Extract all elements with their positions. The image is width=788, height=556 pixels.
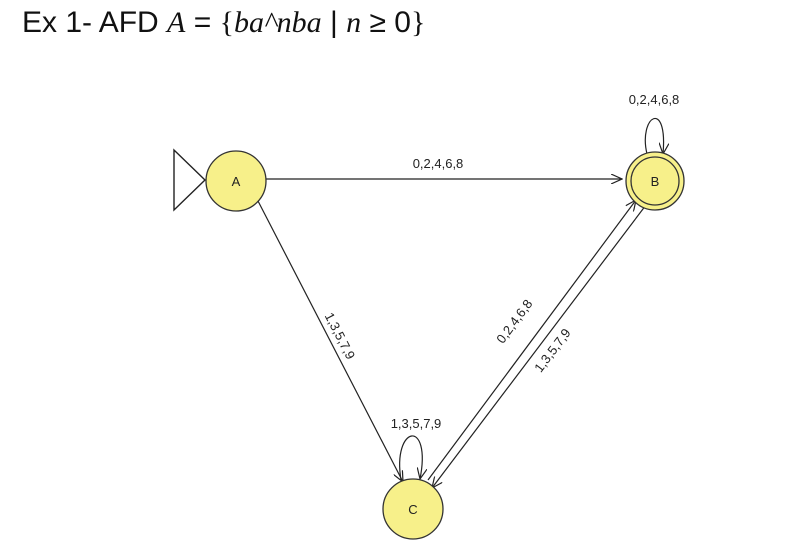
page-title: Ex 1- AFD A = {ba^nba | n ≥ 0} [22, 6, 425, 40]
title-prefix: Ex 1- AFD [22, 6, 168, 39]
start-state-indicator [173, 148, 207, 212]
state-b-label: B [651, 174, 660, 189]
title-set-close: } [410, 6, 426, 39]
state-c[interactable]: C [382, 478, 444, 540]
state-b[interactable]: B [625, 151, 685, 211]
title-separator: | [321, 6, 347, 39]
title-language-symbol: A [167, 6, 186, 39]
state-a[interactable]: A [205, 150, 267, 212]
state-a-label: A [232, 174, 241, 189]
edge-b-to-c [432, 204, 647, 488]
title-set-open: { [219, 6, 234, 39]
state-c-label: C [408, 502, 417, 517]
label-c-self-loop: 1,3,5,7,9 [391, 416, 442, 431]
edge-c-self-loop [399, 435, 423, 480]
title-condition: ≥ 0 [361, 6, 411, 39]
edge-c-to-b [427, 200, 636, 481]
label-c-to-b: 0,2,4,6,8 [493, 297, 535, 347]
edge-a-to-c [257, 200, 403, 482]
title-equals: = [185, 6, 220, 39]
title-condition-variable: n [346, 6, 362, 39]
edge-b-self-loop [644, 118, 663, 154]
label-b-self-loop: 0,2,4,6,8 [629, 92, 680, 107]
title-expression: ba^nba [233, 6, 322, 39]
label-a-to-b: 0,2,4,6,8 [413, 156, 464, 171]
